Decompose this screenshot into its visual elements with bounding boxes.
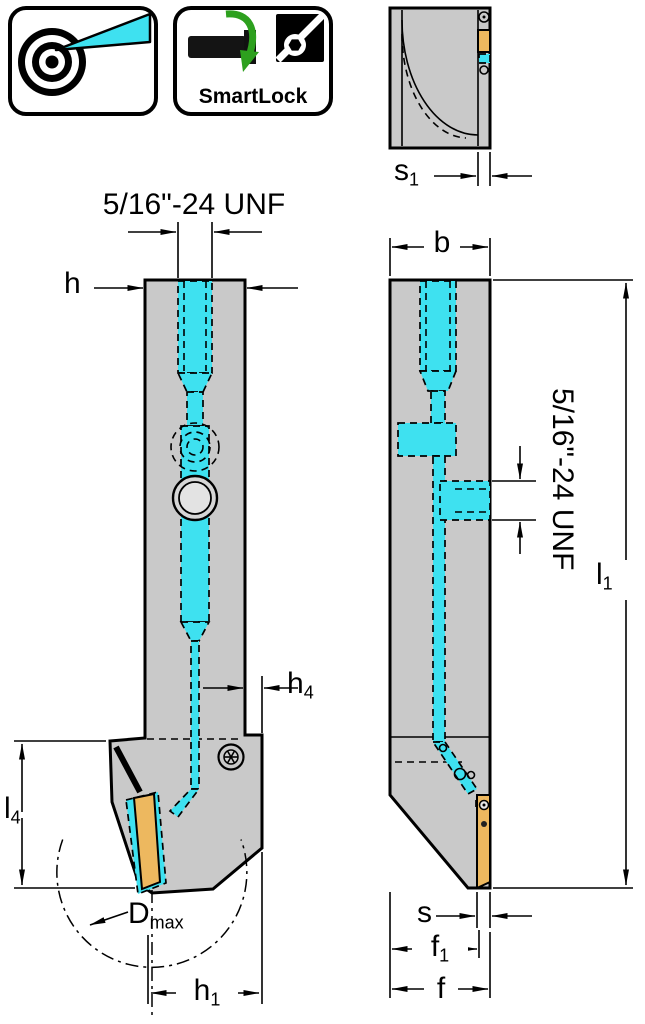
label-thread-front: 5/16"-24 UNF bbox=[102, 188, 286, 221]
dim-s bbox=[436, 892, 532, 928]
label-f1: f1 bbox=[412, 932, 468, 965]
dim-l1 bbox=[493, 279, 633, 889]
smartlock-icon bbox=[173, 6, 333, 116]
top-view-body bbox=[388, 6, 492, 150]
clamp-screw-front bbox=[217, 743, 245, 771]
dim-port-thread bbox=[492, 446, 536, 554]
label-s: s bbox=[417, 896, 432, 929]
torx-icon bbox=[288, 39, 302, 51]
top-view bbox=[388, 6, 532, 186]
label-l4: l4 bbox=[4, 792, 21, 828]
head-contour-line bbox=[401, 19, 479, 136]
front-view bbox=[14, 222, 298, 1016]
target-icon bbox=[8, 6, 158, 116]
label-h4: h4 bbox=[287, 667, 314, 703]
label-h: h bbox=[64, 267, 81, 300]
label-h1: h1 bbox=[176, 976, 238, 1009]
label-dmax: Dmax bbox=[128, 897, 184, 933]
side-view bbox=[388, 238, 633, 998]
tool-shank-icon bbox=[188, 36, 246, 58]
insert-side-view bbox=[476, 794, 491, 890]
dmax-arc bbox=[56, 839, 248, 968]
label-s1: s1 bbox=[394, 154, 420, 190]
label-b: b bbox=[424, 228, 460, 258]
coolant-beam-icon bbox=[54, 12, 152, 52]
dim-h4 bbox=[203, 676, 298, 733]
coolant-inlet-thread-front bbox=[177, 280, 213, 374]
dim-l4 bbox=[14, 740, 135, 889]
label-f: f bbox=[424, 974, 458, 1004]
label-smartlock: SmartLock bbox=[198, 85, 308, 108]
dim-dmax-leader bbox=[89, 911, 129, 926]
rotation-arrow-icon bbox=[225, 10, 256, 58]
dim-s1 bbox=[434, 152, 532, 186]
hidden-plug-circle bbox=[170, 422, 220, 472]
insert-top-view bbox=[477, 29, 491, 53]
side-port-thread bbox=[439, 480, 491, 521]
clamp-screw-top-view bbox=[478, 11, 490, 23]
coolant-channel-side bbox=[397, 280, 491, 812]
insert-front-view bbox=[132, 792, 162, 891]
label-thread-side: 5/16"-24 UNF bbox=[546, 388, 579, 571]
clamp-slot bbox=[113, 745, 143, 794]
dim-thread-front bbox=[128, 222, 262, 278]
label-l1: l1 bbox=[596, 558, 613, 594]
